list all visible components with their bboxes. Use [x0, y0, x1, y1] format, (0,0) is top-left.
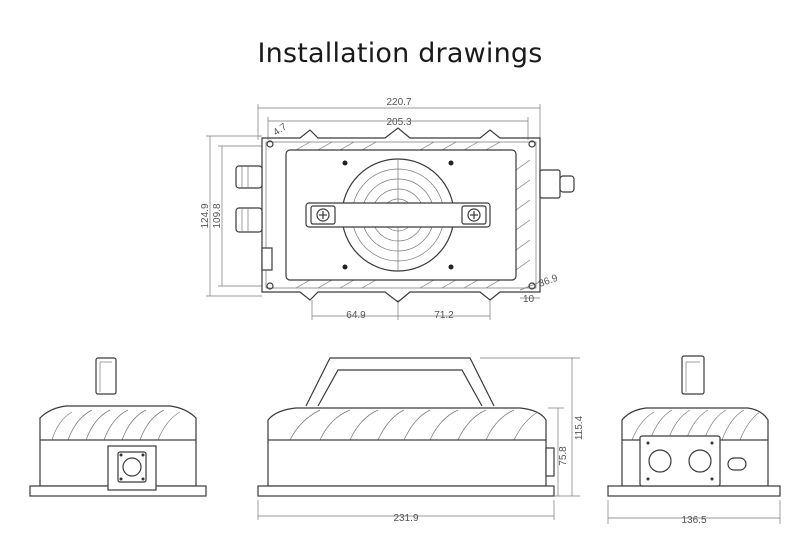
dim-top-bottom-right: 71.2 [434, 310, 454, 321]
dim-front-height-body: 75.8 [558, 446, 569, 466]
dim-top-side-small: 10 [523, 294, 535, 305]
dim-top-overall-height: 124.9 [200, 203, 211, 228]
page-title: Installation drawings [257, 38, 543, 69]
dim-top-overall-width: 220.7 [386, 97, 411, 108]
dim-side-width: 136.5 [681, 515, 706, 526]
front-view [257, 357, 580, 520]
dim-top-mount-height: 109.8 [212, 203, 223, 228]
left-side-view [29, 357, 207, 497]
right-side-view [607, 355, 781, 524]
dim-top-corner: 4.7 [271, 121, 289, 138]
dim-front-height-total: 115.4 [574, 415, 585, 440]
dim-front-width: 231.9 [393, 513, 418, 524]
top-view [206, 104, 575, 320]
dim-top-side-right: 36.9 [537, 273, 559, 290]
dim-top-bottom-left: 64.9 [346, 310, 366, 321]
dim-top-mount-width: 205.3 [386, 117, 411, 128]
